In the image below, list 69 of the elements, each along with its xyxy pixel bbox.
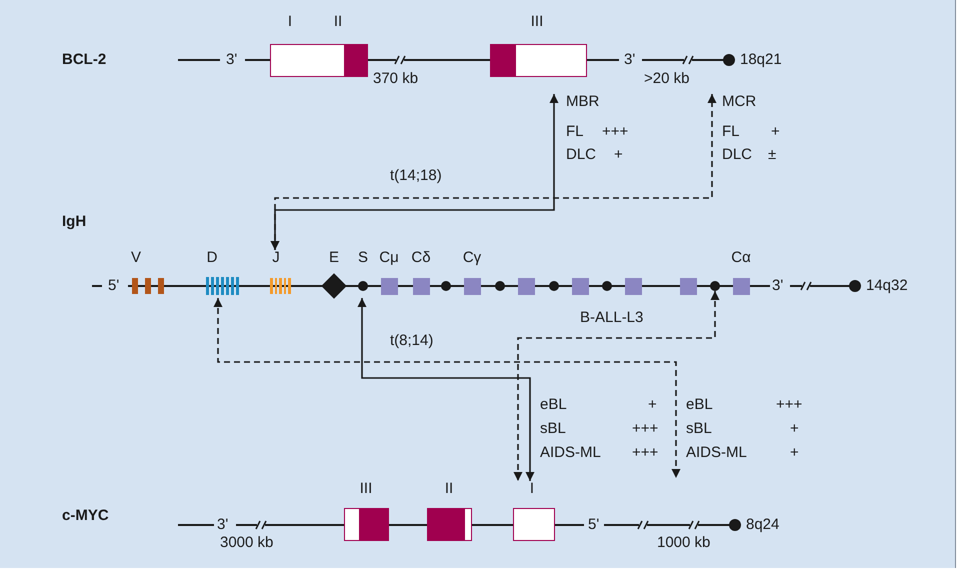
junction-dot: [549, 281, 559, 291]
annotation-label: AIDS-ML: [540, 445, 601, 461]
constant-region-box: [680, 278, 696, 294]
annotation-label: AIDS-ML: [686, 445, 747, 461]
annotation-label: 3': [624, 52, 636, 68]
annotation-label: +++: [602, 124, 628, 140]
segment-label: Cγ: [462, 250, 482, 266]
segment-label: E: [329, 250, 339, 266]
segment-label: S: [358, 250, 368, 266]
exon-label: II: [334, 14, 342, 30]
annotation-label: FL: [722, 124, 740, 140]
annotation-label: +++: [632, 421, 658, 437]
annotation-label: +: [790, 421, 799, 437]
annotation-label: +++: [776, 397, 802, 413]
gene-name: BCL-2: [62, 52, 106, 68]
annotation-label: 3000 kb: [220, 535, 274, 551]
annotation-label: sBL: [540, 421, 566, 437]
annotation-label: +: [648, 397, 657, 413]
exon-label: III: [530, 14, 544, 30]
constant-region-box: [572, 278, 588, 294]
annotation-label: B-ALL-L3: [580, 310, 644, 326]
annotation-label: +: [790, 445, 799, 461]
annotation-label: +: [771, 124, 780, 140]
exon-label: III: [360, 481, 372, 497]
translocation-arrow: [270, 94, 716, 250]
annotation-label: 5': [588, 517, 600, 533]
junction-dot: [602, 281, 612, 291]
annotation-label: t(14;18): [390, 168, 442, 184]
constant-region-box: [624, 278, 642, 294]
region-label: MBR: [554, 94, 600, 110]
translocation-arrow: [214, 298, 680, 478]
exon-label: I: [288, 14, 292, 30]
annotation-label: eBL: [540, 397, 567, 413]
annotation-label: t(8;14): [390, 333, 434, 349]
region-label: MCR: [712, 94, 756, 110]
annotation-label: sBL: [686, 421, 712, 437]
translocation-arrow: [514, 291, 720, 481]
annotation-label: 8q24: [746, 517, 780, 533]
gene-name: c-MYC: [62, 508, 109, 524]
annotation-label: ±: [768, 147, 776, 163]
exon-label: I: [530, 481, 534, 497]
annotation-label: 3': [772, 278, 784, 294]
junction-dot: [710, 281, 720, 291]
translocation-arrow: [358, 298, 534, 481]
annotation-label: FL: [566, 124, 584, 140]
junction-dot: [441, 281, 451, 291]
exon-label: II: [444, 481, 454, 497]
annotation-label: +++: [632, 445, 658, 461]
annotation-label: 3': [226, 52, 238, 68]
constant-region-box: [518, 278, 534, 294]
gene-name: IgH: [62, 214, 86, 230]
segment-label: Cα: [731, 250, 751, 266]
annotation-label: 1000 kb: [657, 535, 710, 551]
annotation-label: eBL: [686, 397, 713, 413]
segment-label: J: [272, 250, 280, 266]
junction-dot: [495, 281, 505, 291]
annotation-label: 370 kb: [373, 71, 418, 87]
segment-label: Cμ: [379, 250, 399, 266]
annotation-label: >20 kb: [644, 71, 690, 87]
annotation-label: 5': [108, 278, 120, 294]
segment-label: V: [131, 250, 141, 266]
annotation-label: +: [614, 147, 623, 163]
annotation-label: DLC: [722, 147, 752, 163]
annotation-label: 3': [217, 517, 228, 533]
annotation-label: DLC: [566, 147, 596, 163]
segment-label: Cδ: [411, 250, 431, 266]
annotation-label: 14q32: [866, 278, 908, 294]
annotation-label: 18q21: [740, 52, 782, 68]
segment-label: D: [206, 250, 218, 266]
